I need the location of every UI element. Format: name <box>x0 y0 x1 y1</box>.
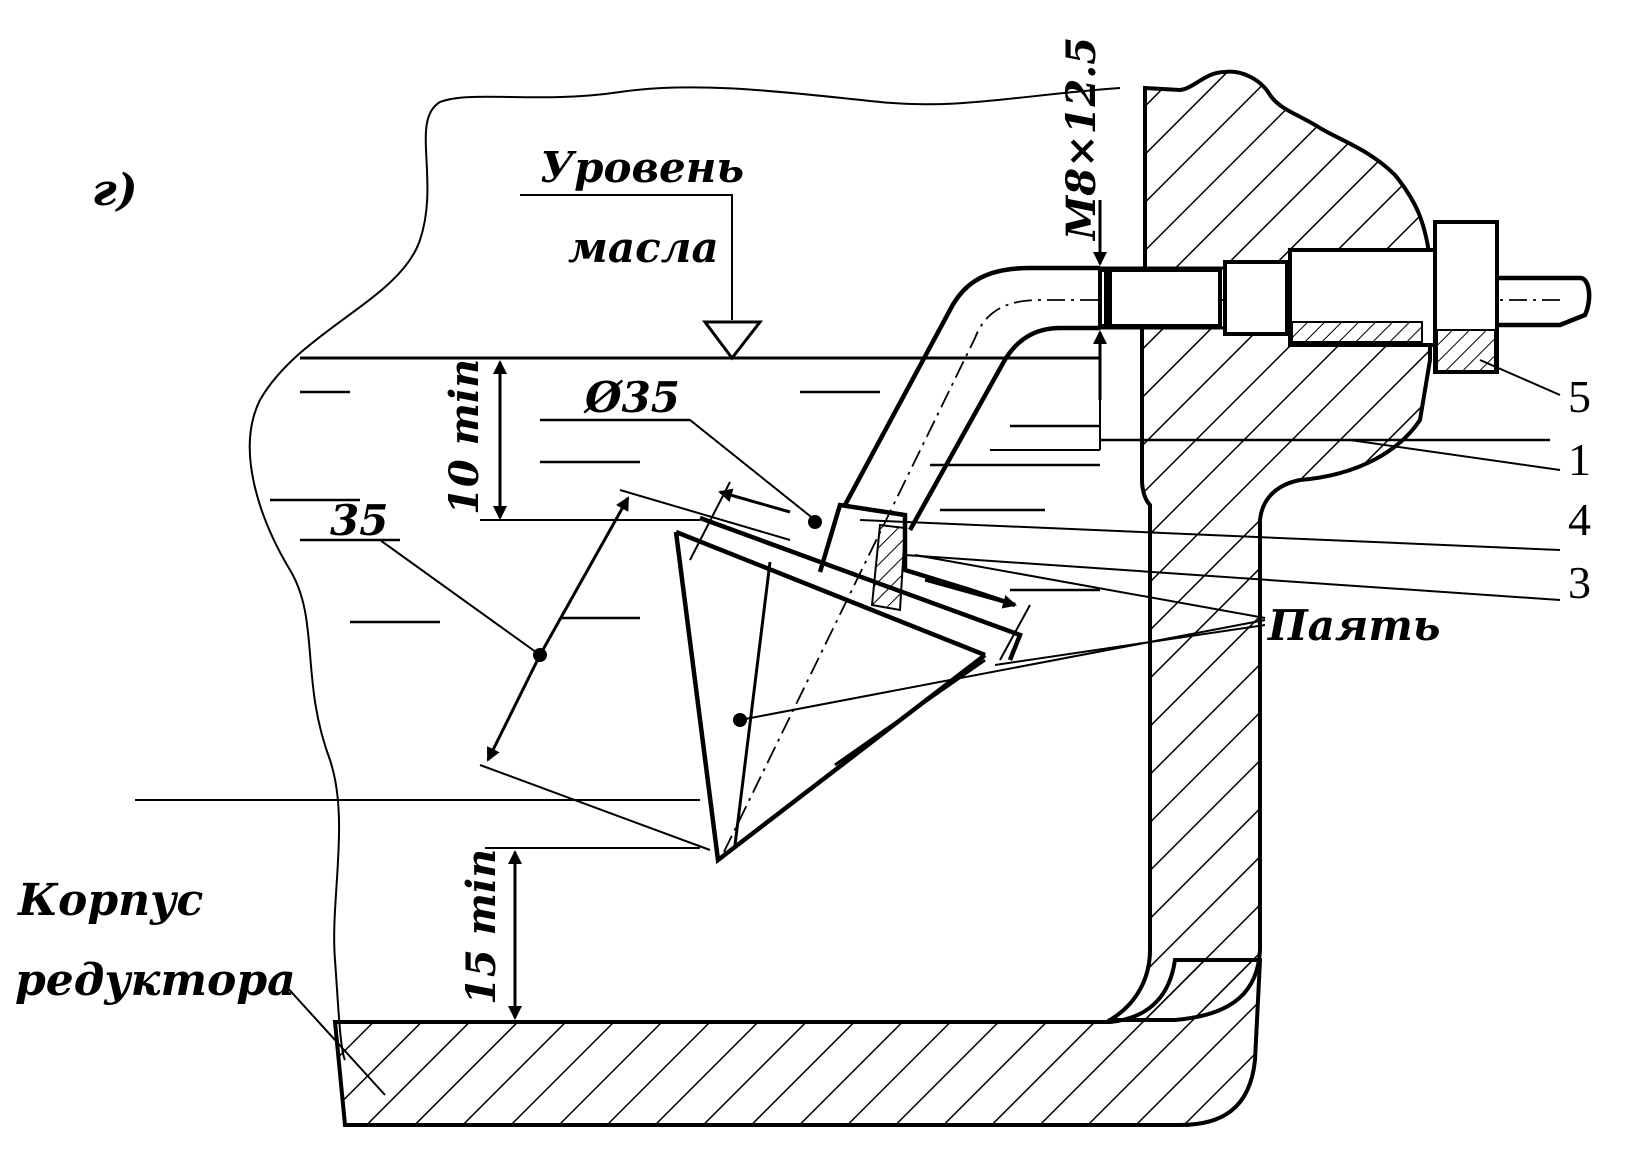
funnel-inner-wall <box>834 658 986 767</box>
part-number-4: 4 <box>1568 494 1591 545</box>
dim-cone-ext-bottom <box>479 764 711 851</box>
dim-diameter-ext2 <box>999 604 1031 661</box>
union-nut <box>1223 260 1289 336</box>
dim-cone-leader <box>300 539 541 656</box>
oil-level-label-line1: Уровень <box>540 143 744 192</box>
tube-centerline <box>719 299 1560 861</box>
solder-leaders <box>739 554 1266 721</box>
outer-tube <box>1497 275 1592 328</box>
solder-label: Паять <box>1267 601 1440 650</box>
oil-label-leader <box>520 194 733 320</box>
diameter-label: Ø35 <box>583 373 680 422</box>
part-number-5: 5 <box>1568 371 1591 422</box>
cone-dim-label: 35 <box>330 496 388 545</box>
dim-cone-arrow-2 <box>486 654 542 762</box>
oil-level-triangle <box>702 320 764 361</box>
housing-label-line2: редуктора <box>15 955 296 1006</box>
dim-cone-ext-top <box>619 489 791 541</box>
part-number-3: 3 <box>1568 557 1591 608</box>
panel-label: г) <box>92 165 138 216</box>
oil-level-label-line2: масла <box>568 223 719 272</box>
coupling-hatch <box>870 523 907 612</box>
housing-label-line1: Корпус <box>16 875 203 926</box>
oil-dashes <box>270 390 1550 624</box>
thread-label: M8×12.5 <box>1058 37 1105 242</box>
dim-diameter-arrow-right <box>924 578 1017 609</box>
gauge-tube-outer <box>843 265 1100 507</box>
housing-side-wall <box>1102 69 1432 1022</box>
gauge-tube-inner <box>908 325 1100 532</box>
funnel-rim-flange <box>699 515 1023 661</box>
part-number-1: 1 <box>1568 434 1591 485</box>
break-outline <box>248 86 1121 1061</box>
funnel-inner-sleeve <box>733 561 772 846</box>
part-leaders <box>859 359 1561 601</box>
washer-5-hatch <box>1436 329 1496 373</box>
funnel-rim <box>675 529 986 658</box>
dim-diameter-ext <box>689 481 731 561</box>
dim-diameter-arrow-left <box>718 488 791 514</box>
depth-min-label: 10 min <box>441 359 488 515</box>
dim-cone-arrow-1 <box>538 496 630 656</box>
housing-label-leader <box>284 984 386 1096</box>
dim-diameter-leader <box>560 419 816 521</box>
threaded-section <box>1098 268 1222 328</box>
bottom-min-label: 15 min <box>458 849 505 1005</box>
seal-ring-section <box>1291 321 1423 343</box>
